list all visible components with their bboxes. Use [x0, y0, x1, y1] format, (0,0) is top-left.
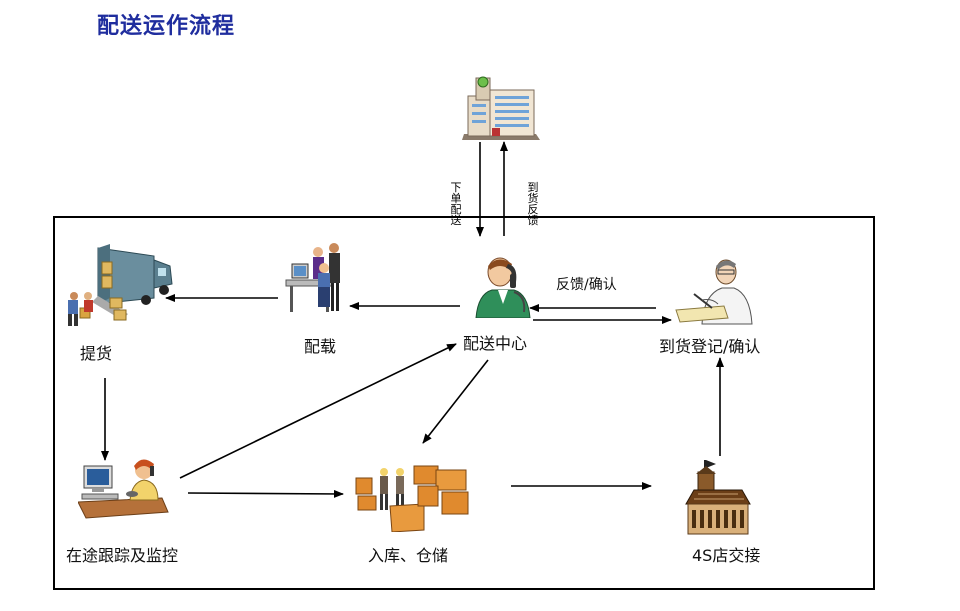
node-label-warehouse: 入库、仓储: [368, 546, 449, 565]
arrow-center-to-warehouse: [422, 359, 489, 444]
page-title: 配送运作流程: [97, 13, 236, 39]
edge-label-feedback-confirm: 反馈/确认: [556, 277, 617, 293]
warehouse-boxes-icon: [355, 465, 469, 532]
edge-label-arrival-feedback: 到货反馈: [527, 181, 539, 227]
clerk-writing-icon: [675, 259, 753, 325]
arrow-tracking-to-center: [179, 343, 457, 479]
node-label-dealer: 4S店交接: [692, 546, 761, 565]
delivery-truck-icon: [68, 244, 173, 326]
phone-operator-icon: [475, 257, 531, 318]
node-label-tracking: 在途跟踪及监控: [66, 546, 179, 565]
office-team-icon: [285, 243, 340, 312]
node-label-pickup: 提货: [80, 344, 113, 363]
node-label-arrival: 到货登记/确认: [659, 337, 761, 356]
computer-operator-icon: [78, 459, 169, 519]
node-label-loading: 配载: [304, 337, 337, 356]
edge-label-order: 下单配送: [450, 181, 462, 227]
node-label-center: 配送中心: [463, 334, 528, 353]
office-building-icon: [462, 76, 540, 140]
process-frame: [53, 216, 875, 590]
store-building-icon: [685, 460, 751, 535]
arrow-tracking-to-warehouse: [187, 489, 344, 498]
